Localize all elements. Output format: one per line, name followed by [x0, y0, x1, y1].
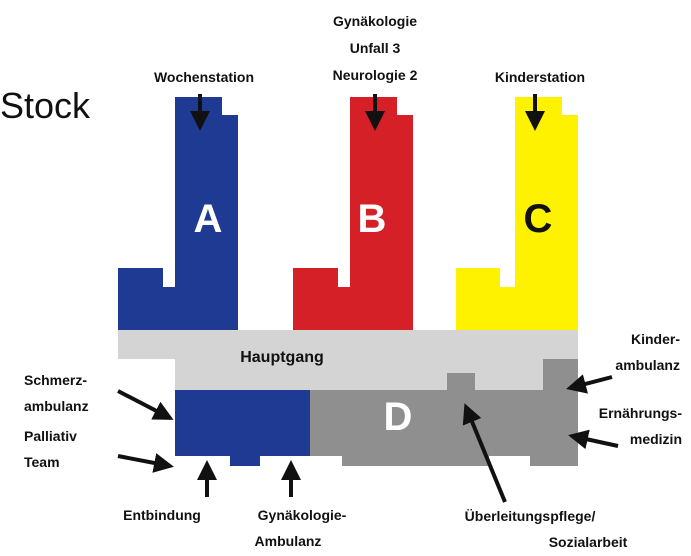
- hallway-label: Hauptgang: [240, 349, 324, 366]
- wing-c-letter: C: [524, 197, 553, 241]
- gyn-ambulanz-label-line-1: Gynäkologie-: [258, 507, 347, 523]
- entbindung-label: Entbindung: [123, 507, 201, 523]
- kinderambulanz-label-line-2: ambulanz: [615, 357, 680, 373]
- hallway-block: [118, 330, 578, 390]
- arrow-kinderambulanz: [566, 374, 613, 394]
- wing-d-block: [310, 359, 578, 466]
- gyn-ambulanz-label-line-2: Ambulanz: [255, 533, 322, 549]
- palliativ-label-line-1: Palliativ: [24, 428, 77, 444]
- schmerz-label-line-2: ambulanz: [24, 398, 89, 414]
- delivery-block: [175, 390, 310, 466]
- kinderambulanz-label-line-1: Kinder-: [631, 331, 680, 347]
- floor-label: Stock: [0, 85, 91, 126]
- wing-a-block: [118, 97, 238, 330]
- ueberleitung-label-line-1: Überleitungspflege/: [465, 508, 596, 524]
- arrow-palliativ: [117, 453, 174, 473]
- kinderstation-label: Kinderstation: [495, 69, 585, 85]
- schmerz-label-line-1: Schmerz-: [24, 372, 87, 388]
- wing-b-label-line-1: Gynäkologie: [333, 13, 417, 29]
- wing-b-letter: B: [358, 197, 387, 241]
- arrow-ernaehrung: [568, 429, 619, 450]
- arrow-ueberleitung: [462, 403, 507, 503]
- ernaehrung-label-line-1: Ernährungs-: [599, 405, 683, 421]
- wing-b-label-line-3: Neurologie 2: [333, 67, 418, 83]
- ernaehrung-label-line-2: medizin: [630, 431, 682, 447]
- palliativ-label-line-2: Team: [24, 454, 60, 470]
- wochenstation-label: Wochenstation: [154, 69, 254, 85]
- wing-a-letter: A: [194, 197, 223, 241]
- ueberleitung-label-line-2: Sozialarbeit: [549, 534, 628, 550]
- wing-b-label-line-2: Unfall 3: [350, 40, 401, 56]
- wing-c-block: [456, 97, 578, 330]
- wing-d-letter: D: [384, 395, 413, 439]
- wing-b-block: [293, 97, 413, 330]
- arrow-schmerzambulanz: [117, 389, 174, 420]
